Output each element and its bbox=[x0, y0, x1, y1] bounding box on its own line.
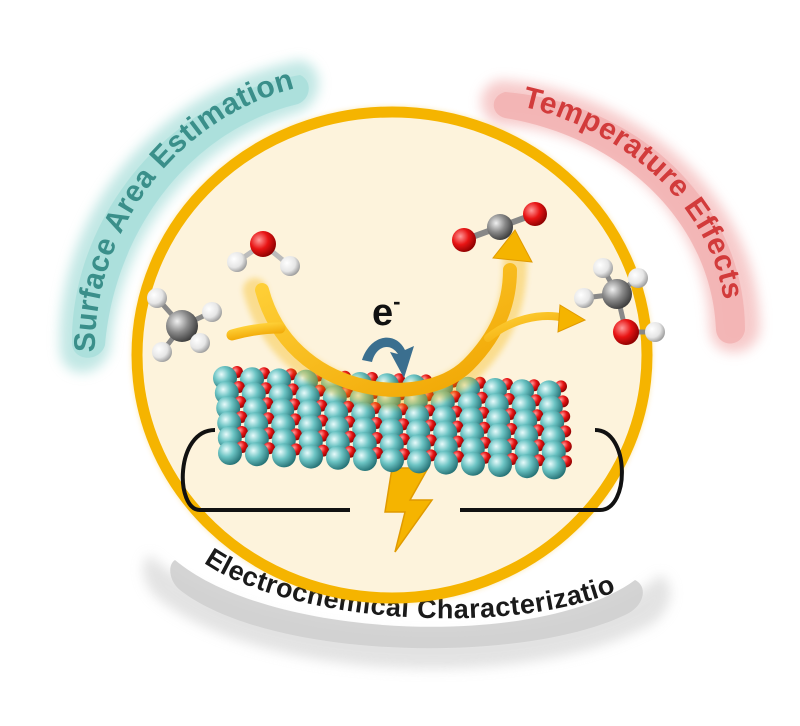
metal-site-atom bbox=[515, 454, 539, 479]
surface-area-band bbox=[59, 60, 319, 373]
metal-site-atom bbox=[353, 447, 377, 471]
water-molecule bbox=[227, 231, 300, 276]
lightning-bolt-icon bbox=[384, 467, 434, 553]
metal-site-atom bbox=[542, 455, 566, 480]
metal-site-atom bbox=[461, 451, 485, 476]
temperature-band bbox=[481, 80, 760, 353]
carbon-dioxide-molecule bbox=[452, 202, 547, 252]
catalyst-surface bbox=[213, 366, 572, 480]
metal-site-atom bbox=[380, 448, 404, 473]
metal-site-atom bbox=[407, 449, 431, 474]
metal-site-atom bbox=[434, 450, 458, 475]
electron-label: e- bbox=[372, 289, 400, 334]
metal-site-atom bbox=[488, 453, 512, 477]
metal-site-atom bbox=[299, 444, 323, 469]
electrochemical-band bbox=[143, 555, 671, 669]
metal-site-atom bbox=[245, 442, 269, 467]
methanol-molecule bbox=[574, 258, 665, 345]
metal-site-atom bbox=[272, 443, 296, 468]
metal-site-atom bbox=[326, 445, 350, 470]
electron-transfer-arrow-icon bbox=[362, 337, 414, 378]
metal-site-atom bbox=[218, 441, 242, 465]
methane-molecule bbox=[147, 288, 222, 362]
reaction-arrow bbox=[226, 229, 587, 408]
circuit-wire bbox=[180, 428, 624, 512]
